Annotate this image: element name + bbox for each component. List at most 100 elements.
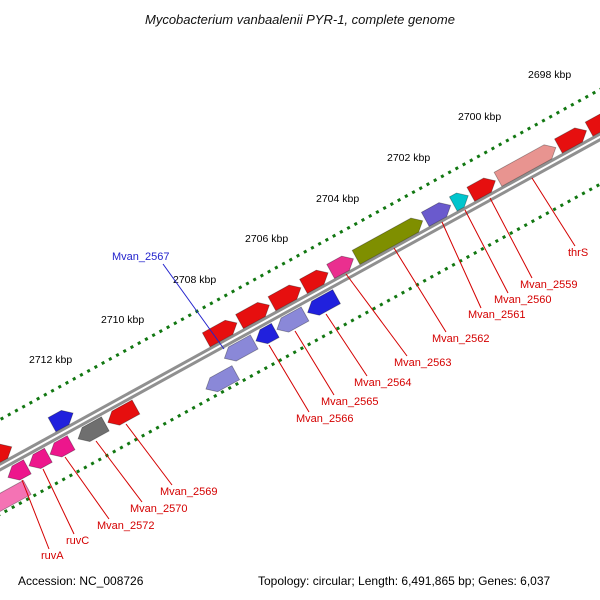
gene-red-6[interactable] [584,105,600,137]
gene-label-leader [162,263,225,350]
gene-Mvan_2572[interactable] [46,435,76,462]
gene-red-2[interactable] [235,298,274,330]
ruler-tick [393,294,398,299]
ruler-tick [252,277,257,282]
gene-label-leader [125,423,173,486]
gene-label[interactable]: thrS [568,247,588,259]
ruler-tick [490,146,495,151]
gene-label[interactable]: Mvan_2564 [354,377,412,389]
ruler-tick [335,326,341,331]
ruler-tick [303,249,308,254]
ruler-tick [422,278,427,283]
ruler-tick [461,162,467,167]
gene-Mvan_2563[interactable] [326,252,357,279]
gene-red-3[interactable] [267,281,305,312]
ruler-tick [47,485,52,490]
gene-Mvan_2561[interactable] [420,198,454,227]
ruler-label: 2710 kbp [101,314,144,326]
gene-label[interactable]: ruvC [66,535,89,547]
ruler-tick [447,170,452,175]
ruler-tick [165,325,171,330]
ruler-tick [332,233,337,238]
gene-Mvan_2569[interactable] [104,399,141,429]
gene-label-leader [64,456,110,520]
ruler-tick [180,317,185,322]
gene-Mvan_2559[interactable] [466,174,499,202]
ruler-tick [343,322,348,327]
gene-label[interactable]: Mvan_2559 [520,279,578,291]
ruler-tick [350,318,355,323]
ruler-tick [444,266,449,271]
gene-ruvC[interactable] [25,447,53,473]
ruler-tick [400,290,406,295]
ruler-tick [101,360,106,365]
gene-pink-corner[interactable] [0,479,32,535]
gene-label-leader [531,177,576,247]
ruler-tick [7,412,12,417]
ruler-tick [14,408,19,413]
ruler-tick [526,126,532,131]
gene-label[interactable]: Mvan_2560 [494,294,552,306]
gene-Mvan_2565[interactable] [273,306,310,336]
ruler-tick [541,118,546,123]
ruler-tick [397,198,402,203]
ruler-label: 2706 kbp [245,233,288,245]
genome-summary-text: Topology: circular; Length: 6,491,865 bp… [258,574,551,588]
ruler-tick [295,253,301,258]
ruler-tick [206,397,211,402]
gene-label[interactable]: Mvan_2565 [321,396,379,408]
ruler-tick [368,213,373,218]
gene-Mvan_2570[interactable] [74,416,110,446]
gene-Mvan_2562[interactable] [351,214,426,265]
gene-label[interactable]: Mvan_2572 [97,520,155,532]
gene-red-1[interactable] [201,316,240,348]
ruler-tick [267,269,272,274]
ruler-tick [227,385,232,391]
ruler-tick [184,409,189,414]
ruler-tick [144,337,149,342]
ruler-tick [574,195,579,200]
ruler-tick [538,215,543,220]
gene-Mvan_2564[interactable] [304,289,341,320]
gene-label[interactable]: Mvan_2569 [160,486,218,498]
gene-label[interactable]: Mvan_2567 [112,251,170,263]
ruler-label: 2700 kbp [458,111,501,123]
gene-red-corner[interactable] [0,440,16,472]
gene-blue-small[interactable] [47,406,77,433]
gene-label[interactable]: Mvan_2563 [394,357,452,369]
gene-label-leader [489,197,533,279]
gene-label[interactable]: Mvan_2570 [130,503,188,515]
ruler-tick [563,106,568,111]
gene-label[interactable]: Mvan_2562 [432,333,490,345]
gene-Mvan_2566[interactable] [252,322,280,348]
ruler-tick [566,199,572,204]
ruler-tick [552,207,557,212]
gene-label[interactable]: Mvan_2561 [468,309,526,321]
gene-label-leader [345,273,408,357]
ruler-tick [307,342,312,347]
gene-Mvan_2560[interactable] [448,189,472,212]
ruler-tick [79,372,84,377]
gene-ruvA[interactable] [4,459,32,485]
ruler-tick [418,186,423,191]
gene-label-leader [21,479,50,550]
ruler-tick [187,313,192,318]
ruler-tick [234,381,239,387]
ruler-tick [32,493,37,498]
ruler-tick [11,505,16,510]
ruler-tick [425,182,430,187]
ruler-tick [292,350,297,355]
ruler-tick [50,388,55,393]
gene-red-5[interactable] [554,124,591,154]
ruler-tick [530,219,535,224]
accession-text: Accession: NC_008726 [18,574,144,588]
gene-thrS[interactable] [493,140,560,187]
ruler-tick [473,250,478,255]
backbone-line [0,82,600,534]
gene-label[interactable]: ruvA [41,550,64,562]
gene-red-4[interactable] [299,266,332,294]
gene-slate-2[interactable] [202,365,241,396]
gene-Mvan_2567[interactable] [221,334,259,365]
gene-label[interactable]: Mvan_2566 [296,413,354,425]
